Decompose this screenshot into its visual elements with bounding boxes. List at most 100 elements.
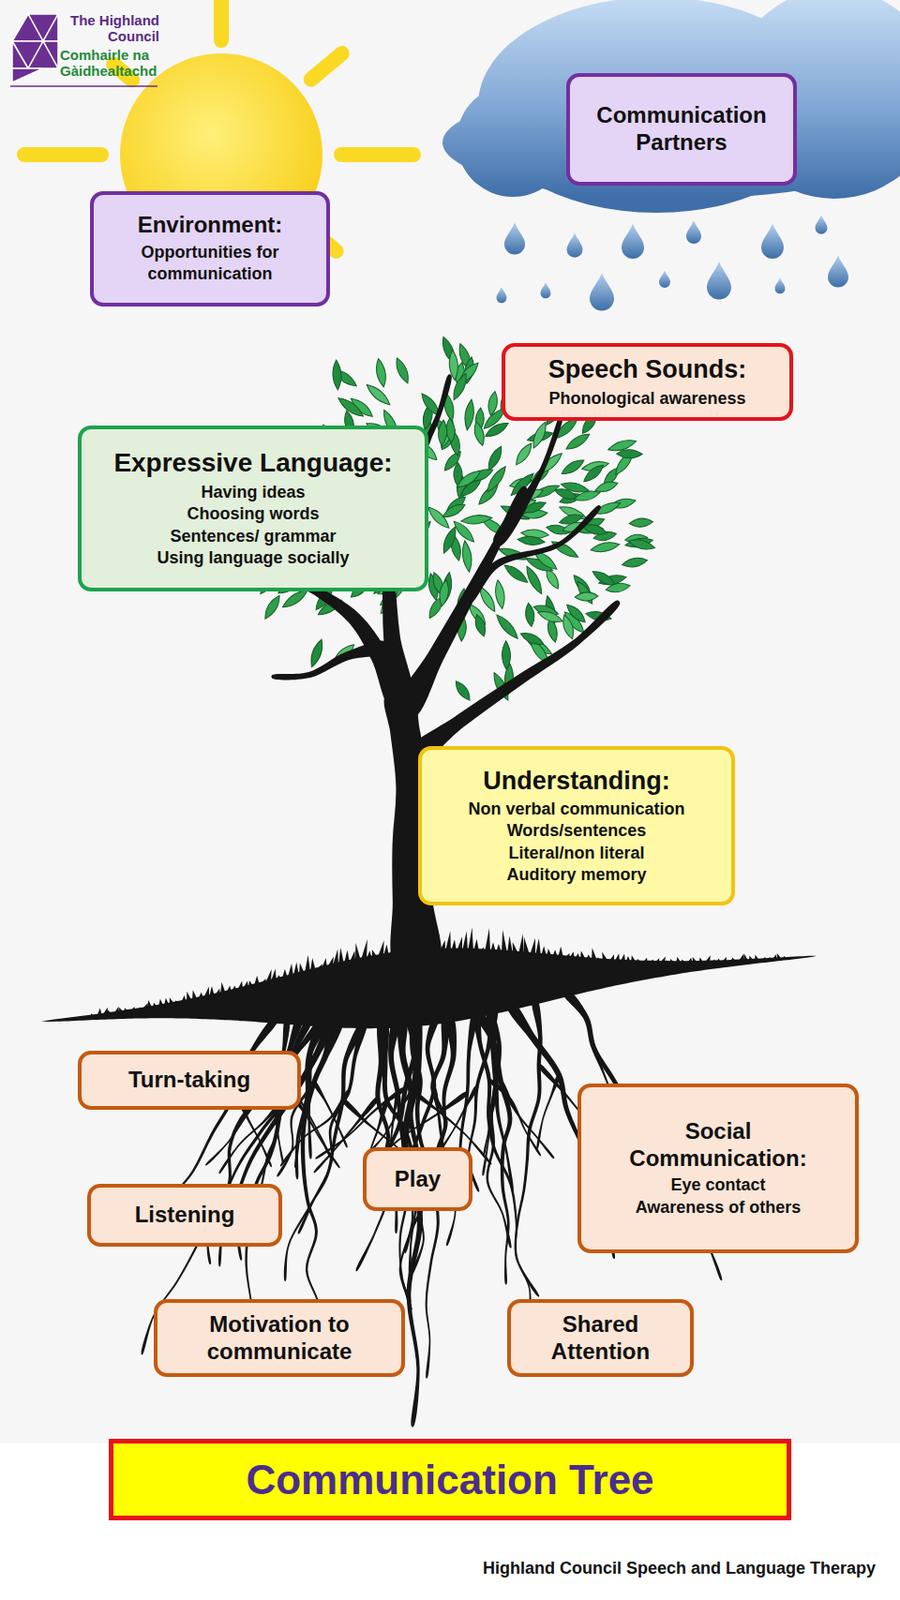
box-heading: Understanding: bbox=[482, 765, 671, 796]
partners-box: Communication Partners bbox=[566, 73, 797, 186]
box-heading: Expressive Language: bbox=[113, 447, 392, 480]
leaf bbox=[483, 420, 511, 441]
box-text: Sentences/ grammar bbox=[169, 525, 336, 548]
sun-ray bbox=[311, 53, 343, 80]
tree-branch bbox=[463, 505, 601, 603]
raindrop bbox=[761, 224, 784, 259]
box-heading: Environment: bbox=[137, 211, 284, 240]
leaf bbox=[437, 420, 449, 447]
tree-branch bbox=[493, 412, 564, 547]
raindrop bbox=[686, 220, 702, 244]
understanding-box: Understanding:Non verbal communicationWo… bbox=[418, 746, 735, 906]
leaf bbox=[437, 579, 450, 607]
title-text: Communication Tree bbox=[245, 1456, 654, 1504]
leaf bbox=[517, 535, 546, 547]
ground bbox=[41, 928, 817, 1030]
raindrop bbox=[659, 270, 671, 288]
raindrop bbox=[775, 277, 786, 294]
leaf bbox=[559, 456, 586, 478]
cloud bbox=[442, 0, 900, 213]
leaf bbox=[471, 420, 487, 448]
leaf bbox=[628, 537, 657, 553]
raindrop bbox=[827, 255, 849, 287]
tree-root bbox=[536, 1074, 560, 1150]
rain bbox=[496, 215, 850, 312]
logo-triangle bbox=[12, 41, 29, 69]
logo-text: The Highland Council bbox=[60, 12, 160, 45]
leaf bbox=[484, 444, 505, 472]
tree-root bbox=[433, 1016, 457, 1165]
root-skill-box: Motivation to communicate bbox=[153, 1299, 405, 1378]
box-text: Using language socially bbox=[156, 547, 349, 570]
logo-triangle bbox=[28, 41, 59, 69]
leaf bbox=[574, 591, 599, 601]
leaf bbox=[536, 608, 564, 626]
leaf bbox=[512, 440, 535, 467]
logo-triangle bbox=[12, 14, 44, 42]
root-skill-box: Turn-taking bbox=[77, 1050, 301, 1110]
leaf bbox=[392, 356, 412, 385]
raindrop bbox=[540, 282, 552, 299]
leaf bbox=[494, 612, 522, 642]
box-text: Auditory memory bbox=[506, 864, 646, 886]
box-heading: Motivation to communicate bbox=[170, 1311, 389, 1366]
tree-branch bbox=[270, 640, 389, 680]
leaf bbox=[439, 525, 459, 555]
caption: Highland Council Speech and Language The… bbox=[482, 1559, 876, 1579]
sun-ray bbox=[24, 147, 102, 163]
leaf bbox=[374, 358, 389, 389]
raindrop bbox=[567, 232, 584, 257]
leaf bbox=[331, 360, 343, 390]
leaf bbox=[501, 641, 511, 671]
box-heading: Speech Sounds: bbox=[548, 354, 748, 385]
box-heading: Play bbox=[394, 1166, 441, 1194]
raindrop bbox=[504, 222, 525, 255]
leaf bbox=[572, 488, 601, 504]
box-heading: Shared Attention bbox=[524, 1311, 677, 1366]
leaf bbox=[501, 561, 530, 585]
leaf bbox=[629, 517, 654, 528]
raindrop bbox=[496, 286, 508, 303]
box-text: Choosing words bbox=[187, 503, 320, 525]
speech-sounds-box: Speech Sounds: Phonological awareness bbox=[501, 343, 794, 421]
root-skill-box: Play bbox=[362, 1147, 473, 1212]
leaf bbox=[493, 579, 507, 610]
logo-underline bbox=[10, 85, 158, 88]
raindrop bbox=[621, 224, 645, 259]
leaf bbox=[621, 555, 649, 570]
raindrop bbox=[706, 261, 732, 300]
leaf bbox=[363, 381, 392, 408]
root-skill-box: Listening bbox=[87, 1184, 283, 1247]
box-heading: Listening bbox=[135, 1201, 236, 1230]
grass bbox=[90, 928, 789, 1019]
box-text: Phonological awareness bbox=[548, 388, 746, 410]
root-skill-box: Social Communication:Eye contactAwarenes… bbox=[577, 1083, 859, 1254]
box-text: Non verbal communication bbox=[467, 798, 685, 821]
environment-box: Environment:Opportunities for communicat… bbox=[90, 191, 330, 307]
tree-root bbox=[474, 1010, 512, 1286]
box-heading: Turn-taking bbox=[128, 1066, 251, 1095]
leaf bbox=[524, 602, 536, 628]
sun-ray bbox=[213, 0, 229, 41]
logo-triangle bbox=[12, 68, 44, 83]
leaf bbox=[518, 630, 545, 648]
leaf bbox=[460, 540, 474, 573]
leaf bbox=[560, 614, 577, 641]
expressive-language-box: Expressive Language:Having ideasChoosing… bbox=[77, 425, 429, 592]
leaf bbox=[483, 464, 509, 495]
leaf bbox=[564, 431, 593, 453]
leaf bbox=[460, 513, 493, 526]
box-text: Opportunities for communication bbox=[106, 241, 314, 286]
leaf bbox=[335, 394, 366, 420]
tree-root bbox=[499, 1080, 555, 1159]
raindrop bbox=[589, 272, 615, 311]
sun-ray bbox=[341, 147, 414, 163]
box-heading: Communication Partners bbox=[583, 102, 780, 157]
logo-icon bbox=[12, 14, 59, 83]
background bbox=[0, 0, 900, 1444]
box-text: Words/sentences bbox=[507, 820, 647, 842]
leaf bbox=[581, 462, 606, 485]
title-banner: Communication Tree bbox=[108, 1439, 792, 1521]
tree-branch bbox=[405, 600, 620, 767]
